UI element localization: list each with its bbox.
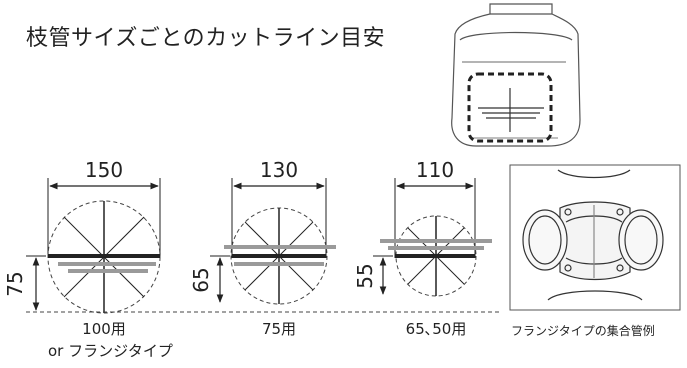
caption-65-50: 65､50用 xyxy=(405,320,467,338)
caption-100: 100用 xyxy=(82,320,126,338)
cut-diagram-2: 130 65 xyxy=(189,158,336,305)
height-label-1: 75 xyxy=(3,271,27,296)
cut-diagram-1: 150 75 xyxy=(3,158,161,314)
page-title: 枝管サイズごとのカットライン目安 xyxy=(26,26,386,51)
width-label-2: 130 xyxy=(260,158,298,182)
flange-fitting-photo xyxy=(509,164,681,311)
fitting-illustration xyxy=(451,3,581,147)
cut-diagram-3: 110 55 xyxy=(353,158,492,297)
width-label-1: 150 xyxy=(85,158,123,182)
caption-75: 75用 xyxy=(261,320,297,338)
photo-caption: フランジタイプの集合管例 xyxy=(511,324,655,338)
cut-area-dashed-box xyxy=(467,72,553,143)
height-label-3: 55 xyxy=(353,263,377,288)
width-label-3: 110 xyxy=(416,158,454,182)
height-label-2: 65 xyxy=(189,267,213,292)
caption-flange-type: or フランジタイプ xyxy=(48,342,173,360)
